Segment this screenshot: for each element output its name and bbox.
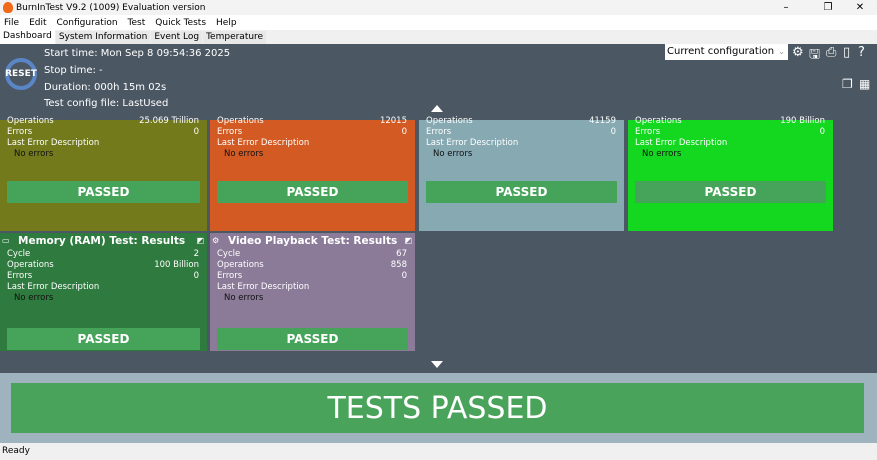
menu-file[interactable]: File [4, 17, 20, 28]
errors-value: 0 [193, 127, 199, 137]
test-config-file: Test config file: LastUsed [44, 98, 169, 109]
test-card-3: Operations 41159 Errors 0 Last Error Descr… [419, 116, 624, 231]
errors-value: 0 [401, 127, 407, 137]
test-card-4: Operations 190 Billion Errors 0 Last Error… [628, 116, 833, 231]
reset-button[interactable]: RESET [5, 58, 37, 90]
errors-label: Errors [217, 127, 243, 137]
last-error-value: No errors [14, 149, 54, 159]
last-error-value: No errors [433, 149, 473, 159]
cycle-label: Cycle [7, 249, 31, 259]
errors-label: Errors [7, 271, 33, 281]
last-error-label: Last Error Description [635, 138, 728, 148]
window-title: BurnInTest V9.2 (1009) Evaluation versio… [16, 2, 206, 13]
scroll-up-arrow-icon[interactable] [431, 105, 443, 112]
operations-value: 12015 [379, 116, 407, 126]
errors-value: 0 [401, 271, 407, 281]
tab-dashboard[interactable]: Dashboard [0, 30, 55, 44]
menu-help[interactable]: Help [216, 17, 237, 28]
errors-value: 0 [819, 127, 825, 137]
operations-value: 41159 [588, 116, 616, 126]
menu-edit[interactable]: Edit [29, 17, 47, 28]
cycle-label: Cycle [217, 249, 241, 259]
tab-bar: Dashboard System Information Event Log T… [0, 30, 877, 44]
cycle-value: 67 [396, 249, 407, 259]
last-error-value: No errors [224, 293, 264, 303]
errors-label: Errors [7, 127, 33, 137]
operations-label: Operations [7, 116, 54, 126]
scroll-down-arrow-icon[interactable] [431, 361, 443, 368]
errors-label: Errors [217, 271, 243, 281]
memory-icon: ▭ [2, 236, 10, 245]
minimize-button[interactable]: – [783, 2, 789, 13]
test-card-1: Operations 25.069 Trillion Errors 0 Last E… [0, 116, 207, 231]
operations-value: 858 [390, 260, 407, 270]
card-title: Memory (RAM) Test: Results [18, 235, 186, 247]
title-bar: BurnInTest V9.2 (1009) Evaluation versio… [0, 0, 877, 15]
operations-value: 190 Billion [780, 116, 825, 126]
settings-gears-icon[interactable]: ⚙ [792, 45, 804, 60]
tab-temperature[interactable]: Temperature [203, 31, 267, 44]
last-error-label: Last Error Description [426, 138, 519, 148]
operations-value: 25.069 Trillion [139, 116, 199, 126]
popout-icon[interactable]: ◩ [404, 236, 412, 245]
dashboard: RESET Start time: Mon Sep 8 09:54:36 202… [0, 44, 877, 373]
close-button[interactable]: ✕ [855, 2, 865, 13]
tab-event-log[interactable]: Event Log [151, 31, 203, 44]
errors-value: 0 [610, 127, 616, 137]
clipboard-icon[interactable]: ▯ [843, 45, 851, 60]
passed-status: PASSED [217, 181, 408, 203]
duration: Duration: 000h 15m 02s [44, 82, 167, 93]
print-icon[interactable]: ⎙ [826, 45, 837, 60]
status-bar: Ready [0, 443, 877, 460]
operations-label: Operations [217, 260, 264, 270]
memory-test-card: ▭ Memory (RAM) Test: Results ◩ Cycle 2 Oper… [0, 233, 207, 351]
video-playback-test-card: ⚙ Video Playback Test: Results ◩ Cycle 67 O… [210, 233, 415, 351]
tests-passed-banner: TESTS PASSED [11, 383, 864, 433]
passed-status: PASSED [7, 328, 200, 350]
popout-icon[interactable]: ◩ [196, 236, 204, 245]
maximize-button[interactable]: ❐ [823, 2, 833, 13]
tab-system-information[interactable]: System Information [55, 31, 151, 44]
configuration-select-value: Current configuration [667, 46, 775, 57]
last-error-value: No errors [642, 149, 682, 159]
operations-label: Operations [426, 116, 473, 126]
start-time: Start time: Mon Sep 8 09:54:36 2025 [44, 48, 231, 59]
menu-quick-tests[interactable]: Quick Tests [155, 17, 207, 28]
last-error-label: Last Error Description [217, 282, 310, 292]
last-error-label: Last Error Description [7, 138, 100, 148]
last-error-label: Last Error Description [7, 282, 100, 292]
save-icon[interactable]: 🖫 [809, 47, 821, 62]
menu-configuration[interactable]: Configuration [56, 17, 118, 28]
errors-label: Errors [426, 127, 452, 137]
test-card-2: Operations 12015 Errors 0 Last Error Descr… [210, 116, 415, 231]
operations-label: Operations [217, 116, 264, 126]
menu-bar: File Edit Configuration Test Quick Tests… [0, 15, 877, 30]
chevron-down-icon: ⌄ [778, 47, 785, 56]
last-error-value: No errors [224, 149, 264, 159]
passed-status: PASSED [217, 328, 408, 350]
menu-test[interactable]: Test [127, 17, 146, 28]
window-view-icon[interactable]: ❐ [842, 77, 853, 91]
errors-value: 0 [193, 271, 199, 281]
configuration-select[interactable]: Current configuration⌄ [665, 44, 788, 60]
passed-status: PASSED [635, 181, 826, 203]
result-panel: TESTS PASSED [0, 373, 877, 443]
stop-time: Stop time: - [44, 65, 103, 76]
video-icon: ⚙ [212, 236, 220, 245]
passed-status: PASSED [7, 181, 200, 203]
grid-view-icon[interactable]: ▦ [859, 77, 871, 91]
help-icon[interactable]: ? [858, 45, 865, 60]
passed-status: PASSED [426, 181, 617, 203]
card-title: Video Playback Test: Results [228, 235, 398, 247]
cycle-value: 2 [193, 249, 199, 259]
operations-label: Operations [635, 116, 682, 126]
operations-value: 100 Billion [154, 260, 199, 270]
errors-label: Errors [635, 127, 661, 137]
last-error-value: No errors [14, 293, 54, 303]
last-error-label: Last Error Description [217, 138, 310, 148]
operations-label: Operations [7, 260, 54, 270]
app-flame-icon [3, 2, 13, 13]
